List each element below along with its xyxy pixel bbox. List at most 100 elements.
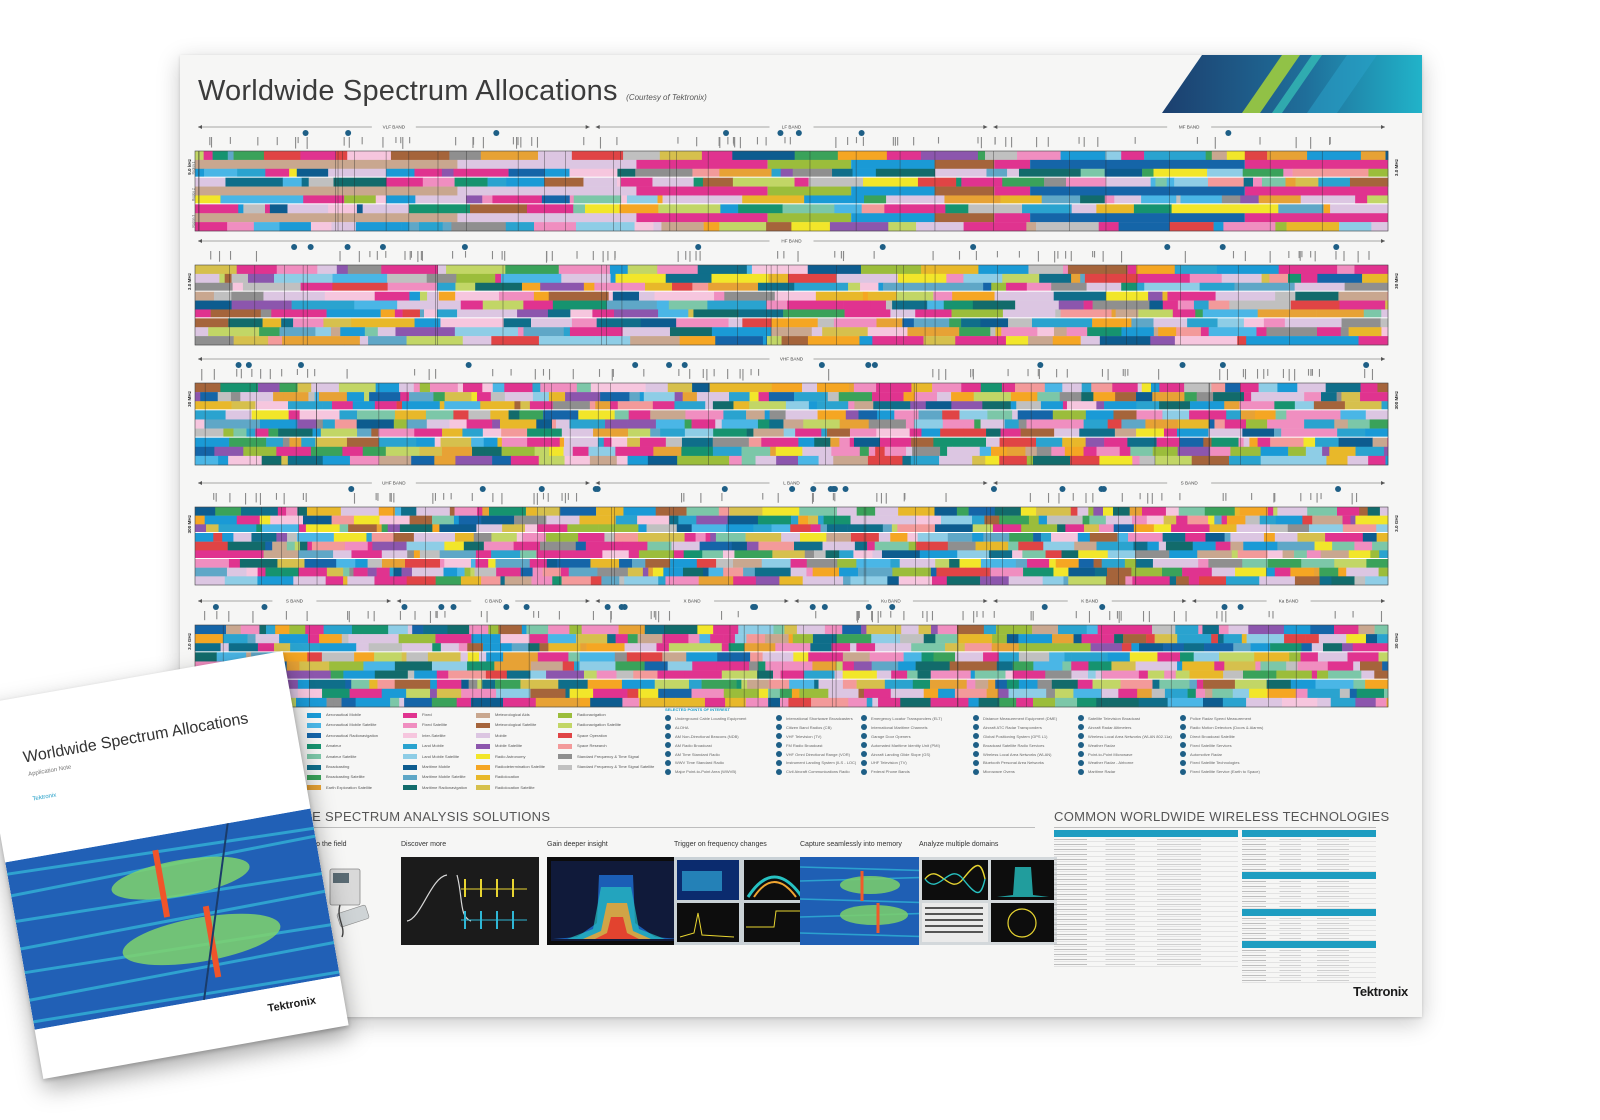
poi-item[interactable]: AM Radio Broadcast: [665, 741, 746, 750]
poi-marker[interactable]: [401, 604, 408, 610]
poi-item[interactable]: International Shortwave Broadcasters: [776, 714, 856, 723]
poi-item[interactable]: Direct Broadcast Satellite: [1180, 732, 1263, 741]
poi-marker[interactable]: [344, 244, 351, 250]
poi-marker[interactable]: [818, 362, 825, 368]
poi-item[interactable]: Fixed Satellite Technologies: [1180, 758, 1263, 767]
poi-marker[interactable]: [970, 244, 977, 250]
poi-marker[interactable]: [261, 604, 268, 610]
poi-marker[interactable]: [1179, 362, 1186, 368]
poi-item[interactable]: AM Time Standard Radio: [665, 750, 746, 759]
poi-marker[interactable]: [538, 486, 545, 492]
poi-item[interactable]: VHF Television (TV): [776, 732, 856, 741]
poi-marker[interactable]: [594, 486, 601, 492]
poi-marker[interactable]: [345, 130, 352, 136]
poi-item[interactable]: Major Point-to-Point Area (WWVB): [665, 767, 746, 776]
poi-item[interactable]: Weather Radar - Airborne: [1078, 758, 1172, 767]
poi-item[interactable]: WWV Time Standard Radio: [665, 758, 746, 767]
poi-marker[interactable]: [990, 486, 997, 492]
poi-item[interactable]: Fixed Satellite Services: [1180, 741, 1263, 750]
poi-marker[interactable]: [1099, 604, 1106, 610]
poi-marker[interactable]: [461, 244, 468, 250]
poi-marker[interactable]: [777, 130, 784, 136]
poi-marker[interactable]: [1219, 362, 1226, 368]
poi-marker[interactable]: [235, 362, 242, 368]
poi-item[interactable]: Automotive Radar: [1180, 750, 1263, 759]
poi-marker[interactable]: [1041, 604, 1048, 610]
poi-marker[interactable]: [810, 486, 817, 492]
poi-item[interactable]: Wireless Local Area Networks (WLAN): [973, 750, 1057, 759]
poi-marker[interactable]: [1237, 604, 1244, 610]
poi-marker[interactable]: [681, 362, 688, 368]
poi-item[interactable]: Broadcast Satellite Radio Services: [973, 741, 1057, 750]
poi-item[interactable]: Federal Phone Bands: [861, 767, 942, 776]
poi-marker[interactable]: [889, 604, 896, 610]
poi-item[interactable]: International Maritime Channels: [861, 723, 942, 732]
poi-marker[interactable]: [379, 244, 386, 250]
poi-marker[interactable]: [842, 486, 849, 492]
poi-item[interactable]: Civil Aircraft Communications Radio: [776, 767, 856, 776]
poi-marker[interactable]: [1037, 362, 1044, 368]
poi-item[interactable]: Radio Motion Detectors (Doors & Alarms): [1180, 723, 1263, 732]
poi-marker[interactable]: [831, 486, 838, 492]
poi-item[interactable]: Bluetooth Personal Area Networks: [973, 758, 1057, 767]
poi-marker[interactable]: [723, 130, 730, 136]
poi-marker[interactable]: [479, 486, 486, 492]
poi-marker[interactable]: [858, 130, 865, 136]
poi-marker[interactable]: [821, 604, 828, 610]
poi-item[interactable]: Underground Cable Locating Equipment: [665, 714, 746, 723]
poi-marker[interactable]: [493, 130, 500, 136]
poi-marker[interactable]: [291, 244, 298, 250]
poi-item[interactable]: UHF Television (TV): [861, 758, 942, 767]
poi-marker[interactable]: [1221, 604, 1228, 610]
poi-item[interactable]: Instrument Landing System (ILS - LOC): [776, 758, 856, 767]
poi-item[interactable]: Emergency Locator Transponders (ELT): [861, 714, 942, 723]
poi-item[interactable]: Police Radar Speed Measurement: [1180, 714, 1263, 723]
poi-marker[interactable]: [307, 244, 314, 250]
poi-marker[interactable]: [632, 362, 639, 368]
poi-item[interactable]: Aircraft Landing Glide Slope (GS): [861, 750, 942, 759]
poi-marker[interactable]: [212, 604, 219, 610]
poi-marker[interactable]: [1219, 244, 1226, 250]
poi-marker[interactable]: [666, 362, 673, 368]
poi-item[interactable]: ALOHA: [665, 723, 746, 732]
poi-item[interactable]: AM Non-Directional Beacons (NDB): [665, 732, 746, 741]
poi-marker[interactable]: [871, 362, 878, 368]
poi-marker[interactable]: [795, 130, 802, 136]
poi-marker[interactable]: [1225, 130, 1232, 136]
poi-item[interactable]: Citizen Band Radios (CB): [776, 723, 856, 732]
poi-item[interactable]: Fixed Satellite Service (Earth to Space): [1180, 767, 1263, 776]
poi-marker[interactable]: [450, 604, 457, 610]
poi-marker[interactable]: [789, 486, 796, 492]
poi-item[interactable]: Wireless Local Area Networks (WLAN 802.1…: [1078, 732, 1172, 741]
poi-item[interactable]: Maritime Radar: [1078, 767, 1172, 776]
poi-item[interactable]: Aircraft ATC Radar Transponders: [973, 723, 1057, 732]
poi-marker[interactable]: [1098, 486, 1105, 492]
poi-item[interactable]: Aircraft Radar Altimeters: [1078, 723, 1172, 732]
poi-marker[interactable]: [750, 604, 757, 610]
poi-marker[interactable]: [348, 486, 355, 492]
poi-item[interactable]: Garage Door Openers: [861, 732, 942, 741]
poi-marker[interactable]: [1333, 244, 1340, 250]
poi-marker[interactable]: [1335, 486, 1342, 492]
poi-item[interactable]: Microwave Ovens: [973, 767, 1057, 776]
poi-marker[interactable]: [523, 604, 530, 610]
poi-item[interactable]: Global Positioning System (GPS L1): [973, 732, 1057, 741]
poi-item[interactable]: Satellite Television Broadcast: [1078, 714, 1172, 723]
poi-item[interactable]: VHF Omni Directional Range (VOR): [776, 750, 856, 759]
poi-item[interactable]: Automated Maritime Identity Unit (PMI): [861, 741, 942, 750]
poi-marker[interactable]: [245, 362, 252, 368]
poi-marker[interactable]: [1164, 244, 1171, 250]
poi-item[interactable]: Point-to-Point Microwave: [1078, 750, 1172, 759]
poi-item[interactable]: FM Radio Broadcast: [776, 741, 856, 750]
poi-marker[interactable]: [865, 604, 872, 610]
poi-marker[interactable]: [809, 604, 816, 610]
poi-marker[interactable]: [1363, 362, 1370, 368]
poi-marker[interactable]: [438, 604, 445, 610]
poi-marker[interactable]: [302, 130, 309, 136]
poi-marker[interactable]: [721, 486, 728, 492]
poi-marker[interactable]: [297, 362, 304, 368]
poi-marker[interactable]: [503, 604, 510, 610]
poi-marker[interactable]: [879, 244, 886, 250]
poi-item[interactable]: Weather Radar: [1078, 741, 1172, 750]
poi-marker[interactable]: [1059, 486, 1066, 492]
